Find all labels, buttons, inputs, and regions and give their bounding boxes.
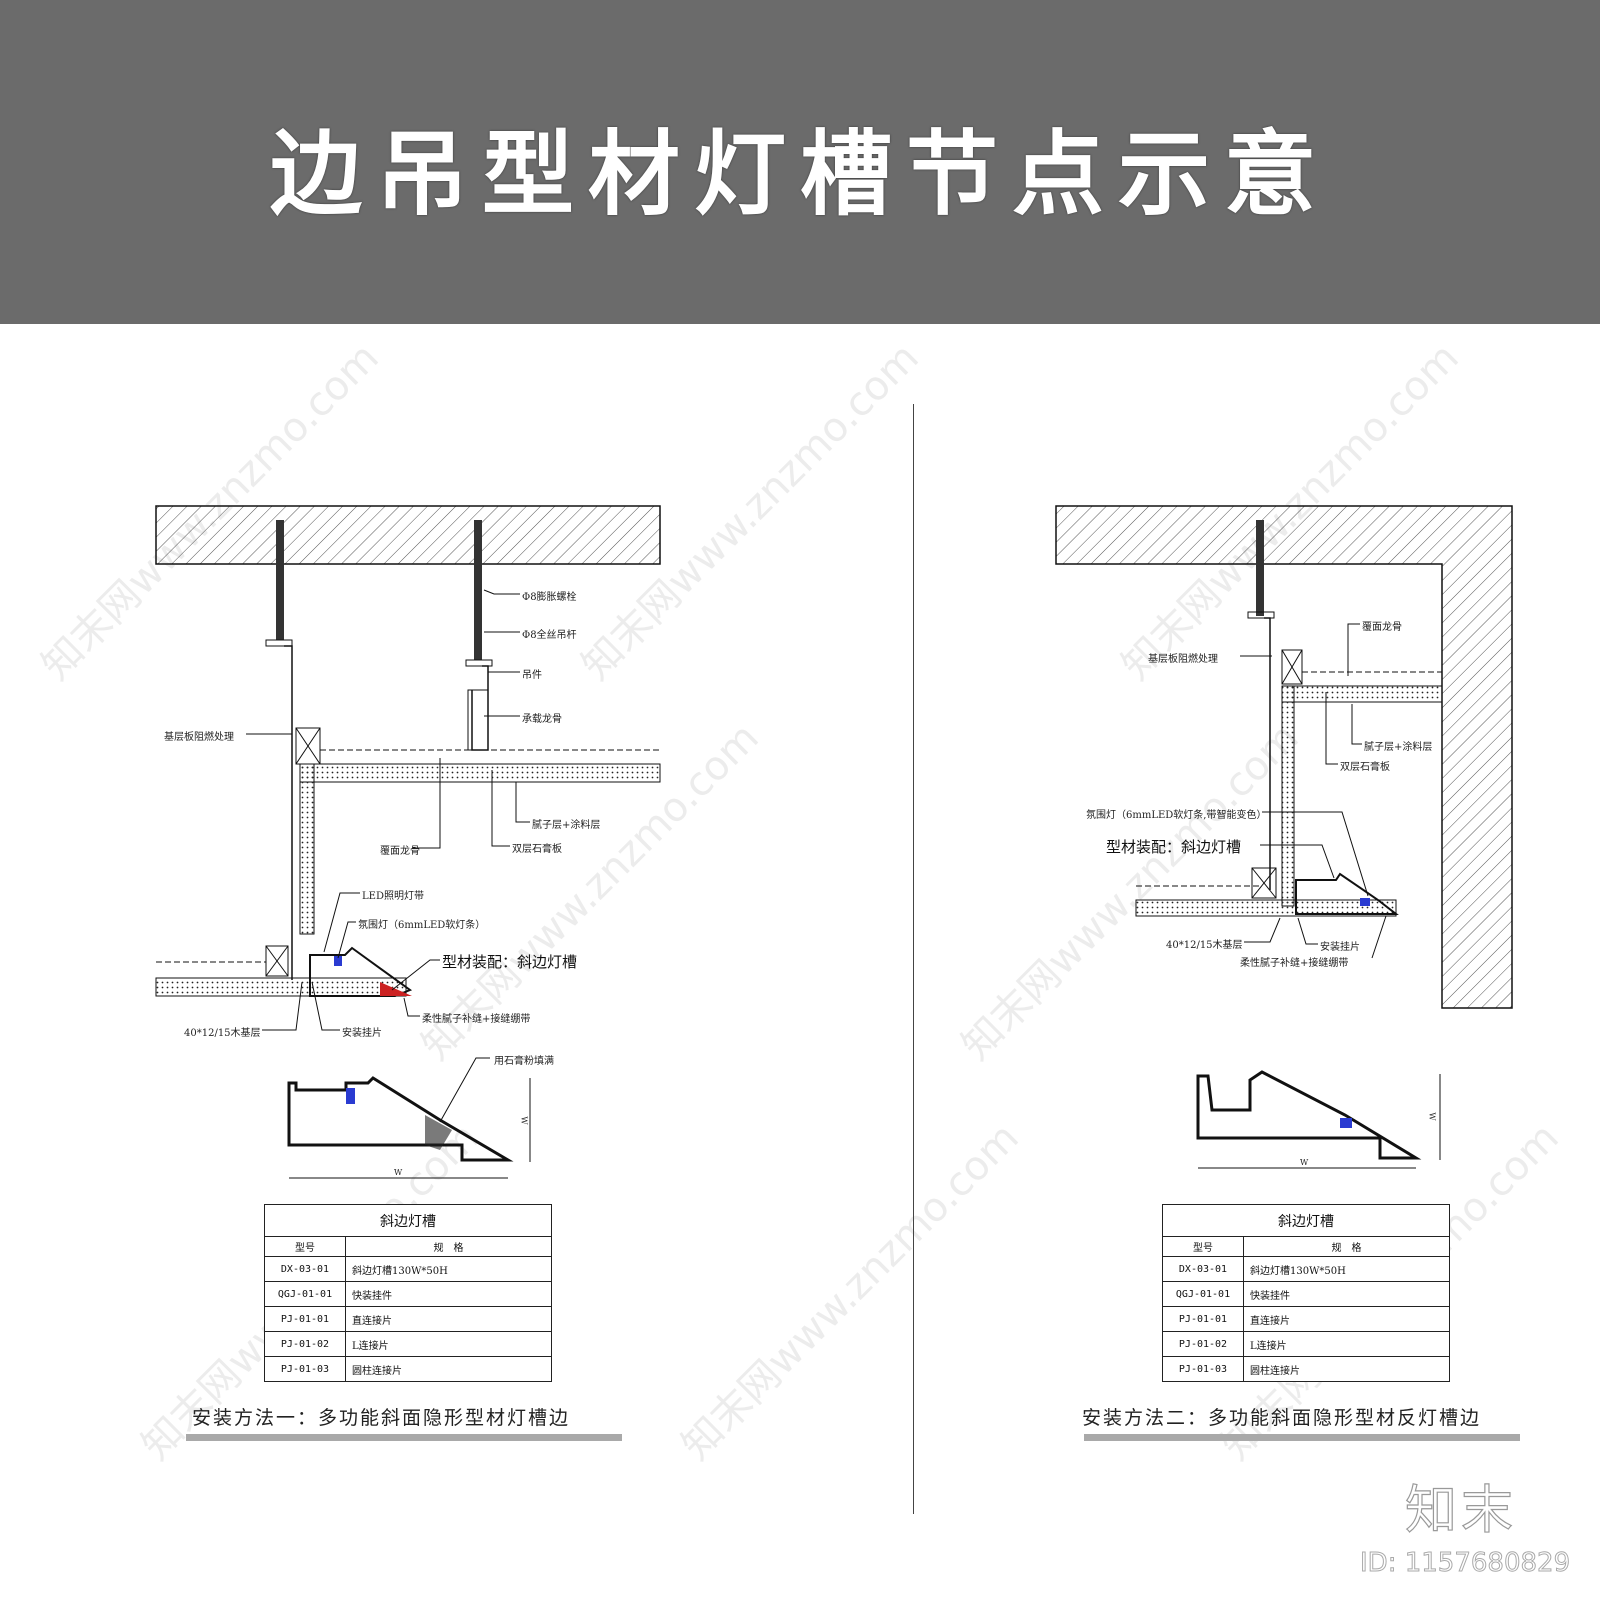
table-header-spec: 规 格 xyxy=(345,1236,552,1257)
table-row: QGJ-01-01 快装挂件 xyxy=(1162,1281,1450,1307)
label-install-clip: 安装挂片 xyxy=(342,1028,382,1039)
label-cover-keel: 覆面龙骨 xyxy=(1362,622,1402,633)
label-flexible-putty: 柔性腻子补缝+接缝绷带 xyxy=(422,1014,531,1025)
table-header-model: 型号 xyxy=(264,1236,346,1257)
label-threaded-rod: Φ8全丝吊杆 xyxy=(522,630,577,641)
caption-underline xyxy=(186,1434,622,1441)
label-wood-base: 40*12/15木基层 xyxy=(184,1028,261,1039)
label-led-strip: LED照明灯带 xyxy=(362,891,424,902)
label-ambient-light: 氛围灯（6mmLED软灯条） xyxy=(358,920,486,931)
dim-width: W xyxy=(394,1168,403,1177)
table-row: PJ-01-01 直连接片 xyxy=(264,1306,552,1332)
label-main-keel: 承载龙骨 xyxy=(522,714,562,725)
dim-height: W xyxy=(1427,1112,1437,1121)
label-putty-paint: 腻子层+涂料层 xyxy=(532,820,601,831)
caption-underline xyxy=(1084,1434,1520,1441)
label-gypsum-fill: 用石膏粉填满 xyxy=(494,1056,554,1067)
table-row: PJ-01-02 L连接片 xyxy=(1162,1331,1450,1357)
concrete-slab xyxy=(155,505,661,565)
spec-table-right: 斜边灯槽 型号 规 格 DX-03-01 斜边灯槽130W*50H QGJ-01… xyxy=(1162,1204,1450,1382)
dim-width: W xyxy=(1300,1158,1309,1167)
label-double-gypsum: 双层石膏板 xyxy=(512,844,562,855)
label-profile-assembly: 型材装配：斜边灯槽 xyxy=(1106,838,1242,856)
label-expansion-bolt: Φ8膨胀螺栓 xyxy=(522,592,577,603)
label-wood-base: 40*12/15木基层 xyxy=(1166,940,1243,951)
label-putty-paint: 腻子层+涂料层 xyxy=(1364,742,1433,753)
label-ambient-light: 氛围灯（6mmLED软灯条,带智能变色） xyxy=(1086,810,1267,821)
table-row: PJ-01-01 直连接片 xyxy=(1162,1306,1450,1332)
brand-logo: 知末 xyxy=(1404,1480,1518,1541)
dim-height: W xyxy=(519,1116,529,1125)
header-banner: 边吊型材灯槽节点示意 xyxy=(0,0,1600,324)
label-fire-retardant: 基层板阻燃处理 xyxy=(1148,654,1218,665)
label-install-clip: 安装挂片 xyxy=(1320,942,1360,953)
label-fire-retardant: 基层板阻燃处理 xyxy=(164,732,234,743)
table-row: DX-03-01 斜边灯槽130W*50H xyxy=(264,1256,552,1282)
caption-method-one: 安装方法一：多功能斜面隐形型材灯槽边 xyxy=(192,1407,571,1429)
label-double-gypsum: 双层石膏板 xyxy=(1340,762,1390,773)
image-id: ID: 1157680829 xyxy=(1359,1548,1571,1579)
spec-table-left: 斜边灯槽 型号 规 格 DX-03-01 斜边灯槽130W*50H QGJ-01… xyxy=(264,1204,552,1382)
label-flexible-putty: 柔性腻子补缝+接缝绷带 xyxy=(1240,958,1349,969)
page-title: 边吊型材灯槽节点示意 xyxy=(269,120,1330,228)
label-hanger: 吊件 xyxy=(522,670,542,681)
table-row: PJ-01-03 圆柱连接片 xyxy=(1162,1356,1450,1382)
concrete-slab-wall xyxy=(1055,505,1513,1009)
table-title: 斜边灯槽 xyxy=(264,1204,552,1237)
table-header-spec: 规 格 xyxy=(1243,1236,1450,1257)
table-header-model: 型号 xyxy=(1162,1236,1244,1257)
table-row: PJ-01-03 圆柱连接片 xyxy=(264,1356,552,1382)
table-row: PJ-01-02 L连接片 xyxy=(264,1331,552,1357)
label-profile-assembly: 型材装配：斜边灯槽 xyxy=(442,953,578,971)
table-title: 斜边灯槽 xyxy=(1162,1204,1450,1237)
center-divider xyxy=(913,404,914,1514)
table-row: QGJ-01-01 快装挂件 xyxy=(264,1281,552,1307)
label-cover-keel: 覆面龙骨 xyxy=(380,846,420,857)
table-row: DX-03-01 斜边灯槽130W*50H xyxy=(1162,1256,1450,1282)
caption-method-two: 安装方法二：多功能斜面隐形型材反灯槽边 xyxy=(1082,1407,1482,1429)
